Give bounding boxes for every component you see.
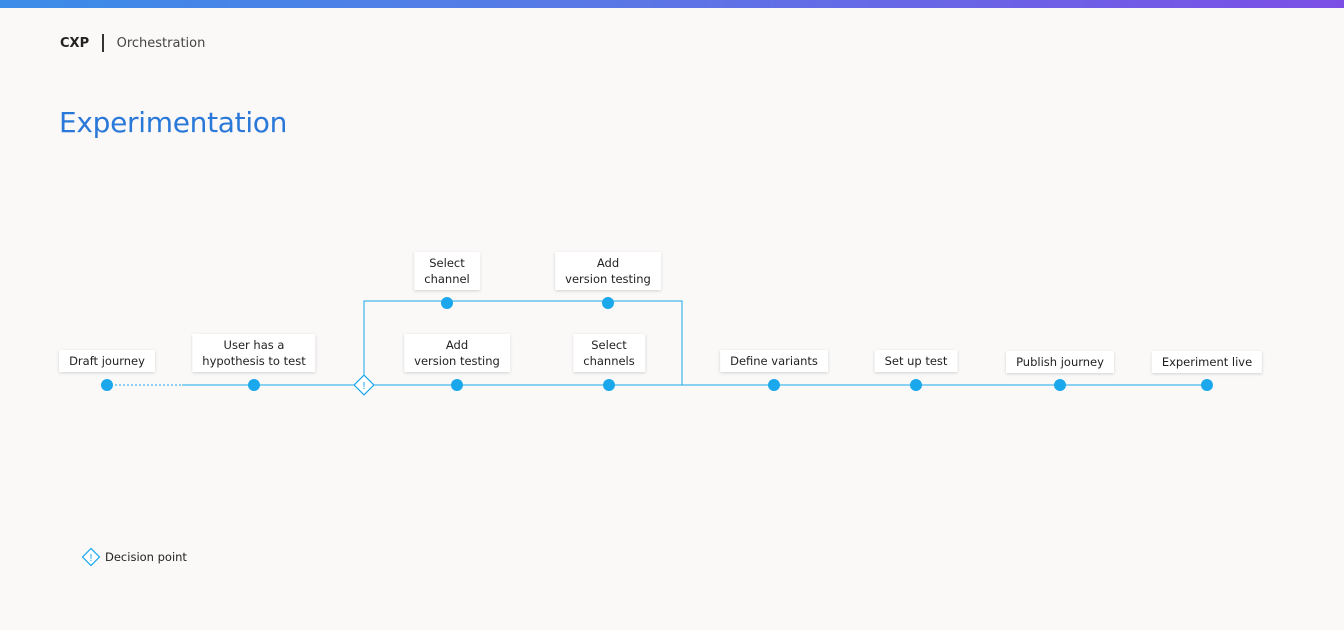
node-set-up-test[interactable] <box>910 379 922 391</box>
step-label-experiment-live: Experiment live <box>1151 351 1263 373</box>
brand-name: CXP <box>60 35 90 51</box>
node-select-channel-upper[interactable] <box>441 297 453 309</box>
app-header: CXP Orchestration <box>60 34 205 52</box>
node-draft-journey[interactable] <box>101 379 113 391</box>
legend: ! Decision point <box>80 546 187 568</box>
node-publish-journey[interactable] <box>1054 379 1066 391</box>
step-label-draft-journey: Draft journey <box>59 350 155 372</box>
decision-diamond-icon: ! <box>81 547 101 567</box>
decision-exclamation: ! <box>362 381 366 392</box>
node-add-version-testing-lower[interactable] <box>451 379 463 391</box>
step-label-define-variants: Define variants <box>720 350 828 372</box>
section-name: Orchestration <box>116 35 206 51</box>
node-define-variants[interactable] <box>768 379 780 391</box>
branch-path-upper <box>363 300 683 385</box>
step-label-set-up-test: Set up test <box>874 350 958 372</box>
decision-point-icon[interactable]: ! <box>353 374 375 396</box>
page-title: Experimentation <box>59 106 288 139</box>
node-experiment-live[interactable] <box>1201 379 1213 391</box>
node-hypothesis[interactable] <box>248 379 260 391</box>
step-label-publish-journey: Publish journey <box>1006 351 1114 373</box>
node-add-version-testing-upper[interactable] <box>602 297 614 309</box>
node-select-channels[interactable] <box>603 379 615 391</box>
svg-text:!: ! <box>89 553 93 564</box>
header-divider <box>102 34 104 52</box>
top-accent-bar <box>0 0 1344 8</box>
legend-label: Decision point <box>105 550 187 564</box>
